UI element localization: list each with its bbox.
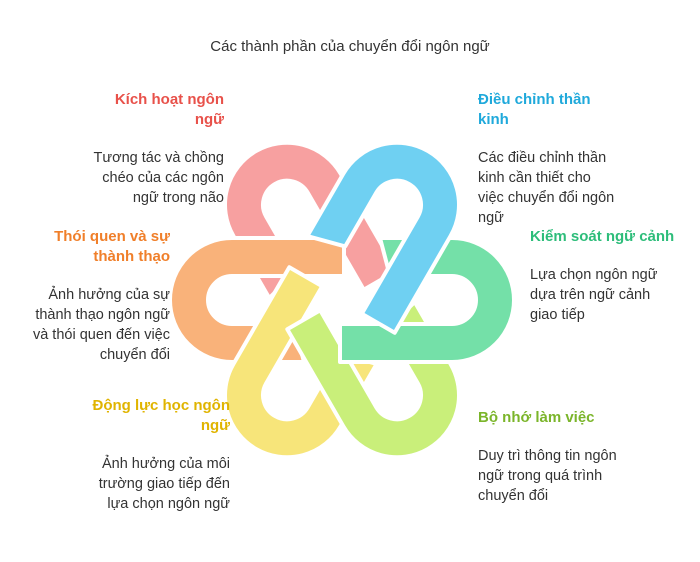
heading-habits: Thói quen và sự thành thạo: [54, 228, 170, 265]
block-activation: Kích hoạt ngôn ngữ Tương tác và chồng ch…: [84, 90, 224, 208]
petal-neural: [305, 140, 461, 335]
heading-neural: Điều chỉnh thần kinh: [478, 91, 591, 128]
heading-activation: Kích hoạt ngôn ngữ: [114, 91, 224, 128]
block-neural: Điều chỉnh thần kinh Các điều chỉnh thần…: [478, 90, 618, 228]
text-habits: Ảnh hưởng của sự thành thạo ngôn ngữ và …: [32, 287, 170, 363]
heading-motivation: Động lực học ngôn ngữ: [92, 397, 230, 434]
petal-habits: [168, 236, 346, 364]
heading-context: Kiểm soát ngữ cảnh: [530, 228, 675, 245]
block-habits: Thói quen và sự thành thạo Ảnh hưởng của…: [20, 227, 170, 365]
diagram-title: Các thành phần của chuyển đổi ngôn ngữ: [210, 38, 490, 55]
text-neural: Các điều chỉnh thần kinh cần thiết cho v…: [478, 150, 615, 226]
text-activation: Tương tác và chồng chéo của các ngôn ngữ…: [93, 150, 224, 206]
block-motivation: Động lực học ngôn ngữ Ảnh hưởng của môi …: [90, 396, 230, 514]
text-motivation: Ảnh hưởng của môi trường giao tiếp đến l…: [98, 456, 230, 512]
text-memory: Duy trì thông tin ngôn ngữ trong quá trì…: [478, 448, 617, 504]
block-memory: Bộ nhớ làm việc Duy trì thông tin ngôn n…: [478, 408, 618, 506]
petal-context: [338, 236, 516, 364]
text-context: Lựa chọn ngôn ngữ dựa trên ngữ cảnh giao…: [530, 267, 658, 323]
heading-memory: Bộ nhớ làm việc: [478, 409, 595, 426]
block-context: Kiểm soát ngữ cảnh Lựa chọn ngôn ngữ dựa…: [530, 227, 680, 325]
